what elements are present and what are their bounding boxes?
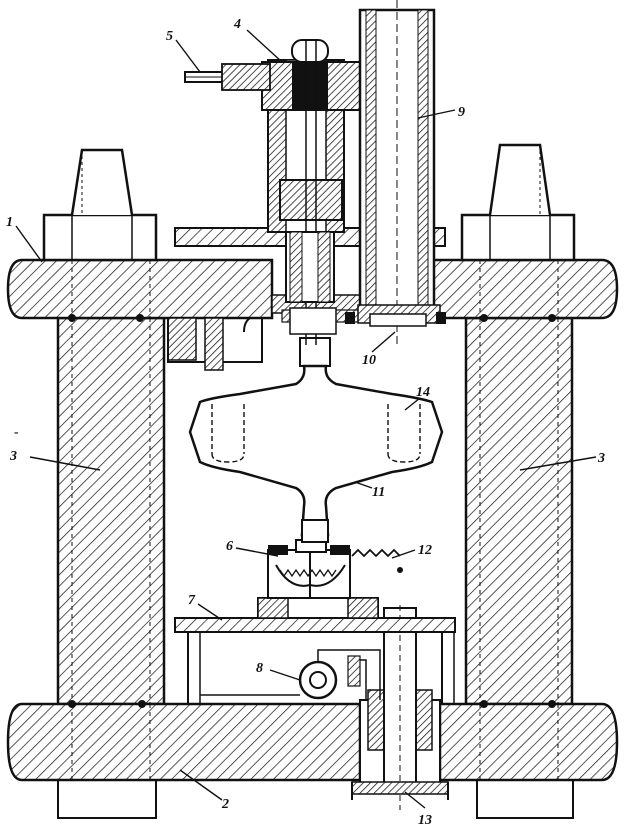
- label-1: 1: [6, 215, 13, 230]
- left-column: [56, 316, 166, 706]
- right-column: [464, 316, 574, 706]
- label-9: 9: [458, 105, 465, 120]
- base-feet: [57, 779, 574, 819]
- label-14: 14: [416, 385, 430, 400]
- lower-table: [174, 597, 456, 704]
- leader-lines: [15, 29, 597, 809]
- pickup-coil: [298, 649, 381, 700]
- vertical-tube: [345, 0, 446, 345]
- label-8: 8: [256, 661, 263, 676]
- left-nut: [42, 148, 158, 262]
- label-4: 4: [233, 17, 241, 32]
- label-10: 10: [362, 353, 376, 368]
- lower-holder: [267, 539, 403, 599]
- label-2: 2: [221, 797, 229, 812]
- label-5: 5: [166, 29, 173, 44]
- upper-bearing: [261, 39, 363, 345]
- inlet-pipe: [184, 63, 271, 91]
- right-nut: [460, 143, 576, 262]
- label-7: 7: [188, 593, 196, 608]
- label-12: 12: [418, 543, 432, 558]
- label-3-right: 3: [597, 451, 605, 466]
- part-labels: 1 2 3 - 3 4 5 6 7 8 9 10 11 12 13 14: [6, 17, 605, 828]
- label-11: 11: [372, 485, 385, 500]
- label-3-left: 3: [9, 449, 17, 464]
- rotor: [188, 337, 444, 543]
- label-13: 13: [418, 813, 432, 828]
- bottom-plate: [6, 700, 619, 782]
- label-dash: -: [14, 425, 19, 440]
- top-plate: [6, 258, 619, 322]
- bottom-bearing: [351, 605, 449, 810]
- label-6: 6: [226, 539, 233, 554]
